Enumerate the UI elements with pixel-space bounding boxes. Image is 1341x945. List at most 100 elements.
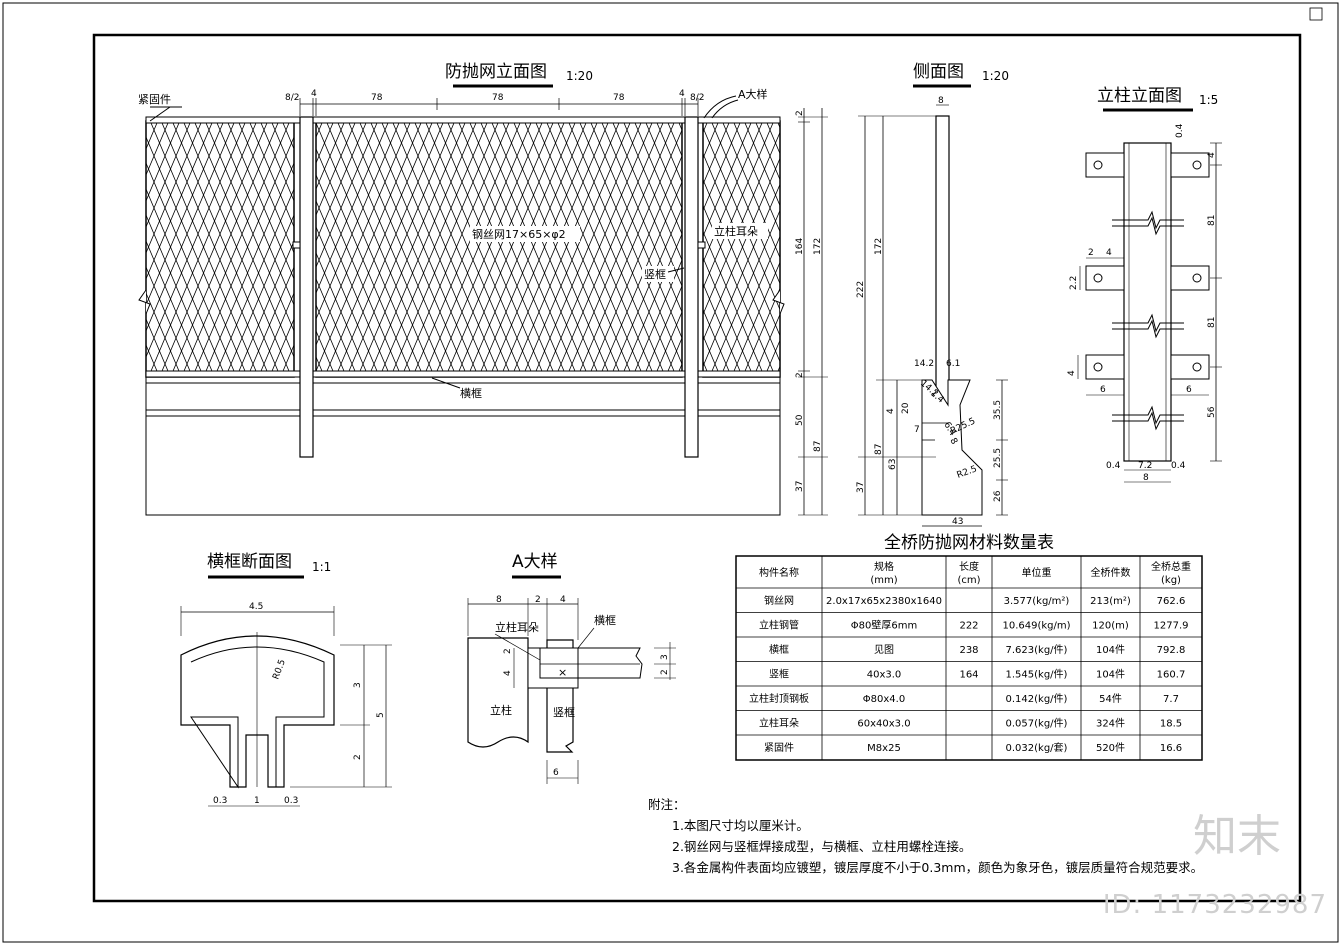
- table-cell: 0.142(kg/件): [1006, 693, 1068, 705]
- post-left: [299, 116, 314, 458]
- mesh-panel-right: [702, 120, 781, 378]
- table-cell: 164: [959, 670, 978, 681]
- side-dim-35-5: 35.5: [993, 400, 1003, 420]
- dim-left-8-2: 8/2: [285, 93, 299, 103]
- post-title: 立柱立面图: [1097, 86, 1182, 106]
- side-dim-4: 4: [886, 408, 896, 414]
- detail-dim-2: 2: [535, 595, 541, 605]
- post-dim-6-left: 6: [1100, 385, 1106, 395]
- detail-post-ear: [527, 647, 579, 689]
- dim-width-1: 78: [371, 93, 383, 103]
- side-dim-20: 20: [901, 402, 911, 414]
- material-table: 全桥防抛网材料数量表 构件名称规格(mm)长度(cm)单位重全桥件数全桥总重(k…: [735, 533, 1203, 761]
- post-dim-0-4-right: 0.4: [1171, 461, 1186, 471]
- side-dim-slope-8: 8: [947, 437, 959, 447]
- post-dim-56: 56: [1207, 406, 1217, 418]
- table-header-cell: 构件名称: [759, 566, 799, 579]
- side-scale: 1:20: [982, 69, 1009, 83]
- post-break-2: [1112, 313, 1184, 333]
- detail-post: [467, 637, 529, 748]
- table-cell: 立柱封顶钢板: [749, 692, 809, 705]
- detail-vertical-frame-label: 竖框: [553, 706, 575, 719]
- notes-block: 附注： 1.本图尺寸均以厘米计。 2.钢丝网与竖框焊接成型，与横框、立柱用螺栓连…: [648, 794, 1203, 878]
- detail-a-ref: A大样: [738, 87, 768, 101]
- side-dim-6-1: 6.1: [946, 359, 960, 369]
- section-dim-r0-5: R0.5: [271, 658, 287, 681]
- dim-width-2: 78: [492, 93, 504, 103]
- section-profile-inner: [190, 646, 325, 789]
- table-cell: 立柱耳朵: [759, 717, 799, 730]
- section-scale: 1:1: [312, 560, 331, 574]
- table-cell: 222: [959, 621, 978, 632]
- detail-bolt-mark: ×: [558, 666, 567, 679]
- dim-r-172: 172: [813, 238, 823, 255]
- table-header-cell: 长度: [959, 560, 979, 573]
- note-3: 3.各金属构件表面均应镀塑，镀层厚度不小于0.3mm，颜色为象牙色，镀层质量符合…: [672, 860, 1204, 875]
- dim-r-2-top: 2: [795, 110, 805, 116]
- horizontal-frame-label: 横框: [460, 386, 482, 400]
- table-cell: 钢丝网: [764, 594, 794, 607]
- notes-head: 附注：: [648, 797, 686, 812]
- post-dim-0-4-top: 0.4: [1175, 123, 1185, 138]
- detail-post-label: 立柱: [490, 703, 512, 717]
- detail-dim-v4: 4: [503, 670, 513, 676]
- detail-dim-r2: 2: [660, 669, 670, 675]
- post-break-3: [1112, 405, 1184, 425]
- note-2: 2.钢丝网与竖框焊接成型，与横框、立柱用螺栓连接。: [672, 839, 972, 854]
- table-cell: 3.577(kg/m²): [1004, 596, 1070, 607]
- post-dim-4-lower: 4: [1067, 370, 1077, 376]
- fastener-label: 紧固件: [138, 93, 171, 106]
- post-ear: [697, 241, 706, 249]
- corner-mark: [1309, 7, 1323, 21]
- table-cell: 紧固件: [764, 742, 794, 754]
- post-ear-label: 立柱耳朵: [714, 224, 758, 238]
- table-cell: 54件: [1099, 693, 1122, 705]
- table-cell: 18.5: [1160, 719, 1182, 730]
- table-cell: 0.032(kg/套): [1006, 741, 1068, 754]
- post-break-1: [1112, 210, 1184, 230]
- side-dim-14-2: 14.2: [914, 359, 934, 369]
- side-dim-172: 172: [874, 238, 884, 255]
- table-cell: 竖框: [769, 668, 789, 681]
- detail-dim-v2: 2: [503, 648, 513, 654]
- table-cell: 104件: [1096, 644, 1125, 656]
- side-dim-87: 87: [874, 444, 884, 455]
- section-profile-outer: [180, 635, 335, 788]
- post-dim-2-2: 2.2: [1069, 276, 1079, 290]
- section-view: 横框断面图 1:1 R0.5 4.5 3 2 5 0.3 1 0.3: [180, 552, 392, 807]
- post-dim-81-b: 81: [1207, 317, 1217, 328]
- table-cell: 120(m): [1092, 621, 1129, 632]
- detail-a-title: A大样: [512, 552, 558, 572]
- post-ear: [292, 241, 301, 249]
- detail-horizontal-frame-label: 横框: [594, 613, 616, 627]
- mesh-panel-center: [315, 120, 683, 378]
- post-dim-8: 8: [1143, 473, 1149, 483]
- mesh-panel-left: [145, 120, 295, 378]
- dim-r-87: 87: [813, 441, 823, 452]
- post-body: [1123, 142, 1172, 462]
- detail-horizontal-frame: [539, 647, 643, 679]
- detail-dim-r3: 3: [660, 654, 670, 660]
- side-dim-43: 43: [952, 517, 963, 527]
- top-rail: [145, 116, 781, 124]
- table-cell: 立柱钢管: [759, 619, 799, 632]
- table-header-cell: 全桥总重: [1151, 560, 1191, 573]
- side-base-profile: [921, 379, 983, 516]
- elevation-view: 防抛网立面图 1:20 紧固件 A大样 钢丝网17×65×φ2: [138, 62, 828, 516]
- post-dim-0-4-left: 0.4: [1106, 461, 1121, 471]
- post-right: [684, 116, 699, 458]
- table-cell: 60x40x3.0: [857, 719, 910, 730]
- section-dim-2: 2: [353, 754, 363, 760]
- table-cell: Φ80x4.0: [863, 694, 905, 705]
- table-header-unit: (kg): [1161, 575, 1181, 586]
- dim-right-8-2: 8/2: [690, 93, 704, 103]
- detail-dim-4: 4: [560, 595, 566, 605]
- mesh-label: 钢丝网17×65×φ2: [472, 228, 566, 241]
- table-cell: 16.6: [1160, 743, 1182, 754]
- side-dim-63: 63: [888, 459, 898, 470]
- side-dim-37: 37: [856, 482, 866, 493]
- post-dim-4-top: 4: [1207, 152, 1217, 158]
- section-dim-4-5: 4.5: [249, 602, 263, 612]
